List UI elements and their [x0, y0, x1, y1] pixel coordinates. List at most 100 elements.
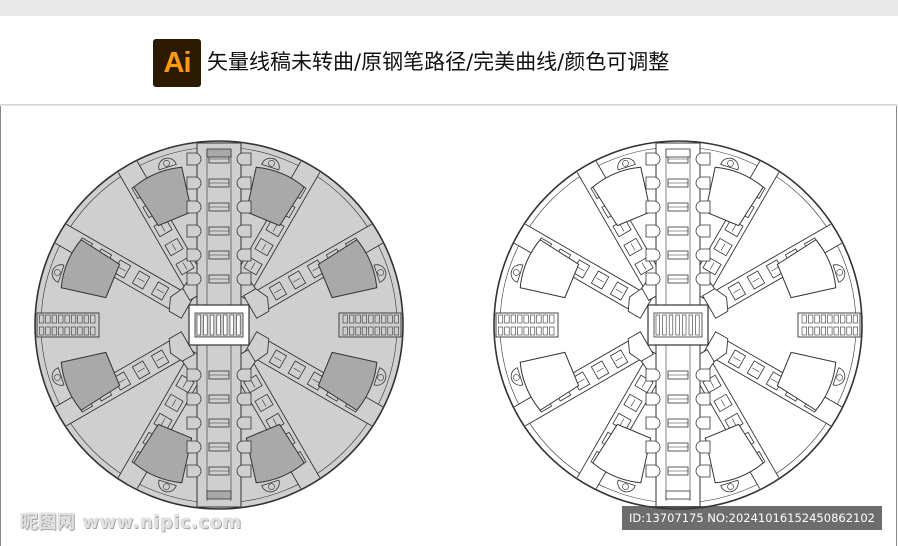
panel-plate	[776, 239, 837, 299]
side-cutter	[645, 464, 661, 478]
row-tooth	[349, 326, 355, 336]
gauge-cutter-bolt	[377, 269, 384, 276]
tooth-line	[731, 418, 737, 426]
sector-panel	[245, 166, 305, 227]
gauge-cutter-shell	[720, 479, 739, 493]
sector-panel	[519, 239, 580, 299]
logo-text: Ai	[163, 46, 192, 79]
tooth-line	[641, 380, 647, 388]
cutterhead-filled-illustration	[34, 140, 404, 510]
side-cutter	[645, 248, 661, 262]
row-tooth	[361, 326, 367, 336]
row-tooth	[83, 326, 89, 336]
side-cutter	[186, 368, 202, 382]
side-cutter	[695, 248, 711, 262]
panel-plate	[519, 351, 580, 411]
row-tooth	[39, 326, 45, 336]
tooth-line	[615, 288, 623, 294]
center-tooth	[216, 314, 221, 336]
tooth-line	[250, 262, 256, 270]
tooth-line	[596, 277, 604, 283]
spine-cap	[206, 490, 232, 500]
sector-panel	[592, 166, 652, 227]
row-tooth	[549, 326, 555, 336]
sector-panel	[60, 239, 121, 299]
row-tooth	[820, 314, 826, 324]
horizontal-cutter-row	[338, 312, 402, 338]
tooth-line	[577, 378, 585, 384]
row-tooth	[504, 326, 510, 336]
row-tooth	[374, 326, 380, 336]
side-cutter	[186, 176, 202, 190]
row-tooth	[814, 314, 820, 324]
gauge-cutter-shell	[617, 479, 636, 493]
row-tooth	[39, 314, 45, 324]
side-cutter	[645, 152, 661, 166]
illustrator-logo-icon: Ai	[153, 39, 201, 87]
gauge-cutter	[720, 479, 739, 493]
side-cutter	[236, 248, 252, 262]
row-tooth	[504, 314, 510, 324]
side-cutter	[236, 272, 252, 286]
page-title: 矢量线稿未转曲/原钢笔路径/完美曲线/颜色可调整	[207, 50, 670, 74]
sector-panel	[245, 423, 305, 484]
tooth-line	[137, 277, 145, 283]
side-cutter	[695, 464, 711, 478]
gauge-cutter	[373, 367, 387, 386]
gauge-cutter-shell	[720, 157, 739, 171]
gauge-cutter-bolt	[163, 483, 170, 490]
side-cutter	[236, 224, 252, 238]
gauge-cutter-shell	[158, 479, 177, 493]
tooth-line	[182, 262, 188, 270]
panel-plate	[317, 351, 378, 411]
side-cutter	[186, 272, 202, 286]
row-tooth	[523, 326, 529, 336]
center-tooth	[662, 314, 667, 336]
panel-plate	[592, 423, 652, 484]
row-tooth	[368, 326, 374, 336]
tooth-line	[261, 243, 267, 251]
row-tooth	[71, 326, 77, 336]
row-tooth	[90, 326, 96, 336]
side-cutter	[236, 368, 252, 382]
tooth-line	[272, 418, 278, 426]
tooth-line	[312, 266, 320, 272]
tooth-line	[160, 418, 166, 426]
row-tooth	[374, 314, 380, 324]
side-cutter	[645, 200, 661, 214]
tooth-line	[771, 266, 779, 272]
gauge-cutter	[51, 367, 65, 386]
row-tooth	[542, 314, 548, 324]
tooth-line	[137, 367, 145, 373]
gauge-cutter	[158, 479, 177, 493]
row-tooth	[45, 314, 51, 324]
row-tooth	[361, 314, 367, 324]
sector-panel	[317, 239, 378, 299]
center-tooth	[196, 314, 201, 336]
row-tooth	[349, 314, 355, 324]
sector-panel	[592, 423, 652, 484]
tooth-line	[577, 266, 585, 272]
tooth-line	[156, 356, 164, 362]
side-cutter	[645, 392, 661, 406]
side-cutter	[186, 224, 202, 238]
side-cutter	[236, 440, 252, 454]
row-tooth	[387, 314, 393, 324]
tooth-line	[182, 380, 188, 388]
gauge-cutter-bolt	[268, 483, 275, 490]
row-tooth	[393, 314, 399, 324]
gauge-cutter	[832, 367, 846, 386]
row-tooth	[530, 314, 536, 324]
panel-plate	[519, 239, 580, 299]
side-cutter	[236, 392, 252, 406]
gauge-cutter-bolt	[54, 374, 61, 381]
side-cutter	[645, 272, 661, 286]
tooth-line	[619, 224, 625, 232]
row-tooth	[498, 314, 504, 324]
tooth-line	[156, 288, 164, 294]
panel-plate	[592, 166, 652, 227]
tooth-line	[752, 367, 760, 373]
gauge-cutter-shell	[832, 264, 846, 283]
gauge-cutter	[373, 264, 387, 283]
gauge-cutter-shell	[510, 264, 524, 283]
